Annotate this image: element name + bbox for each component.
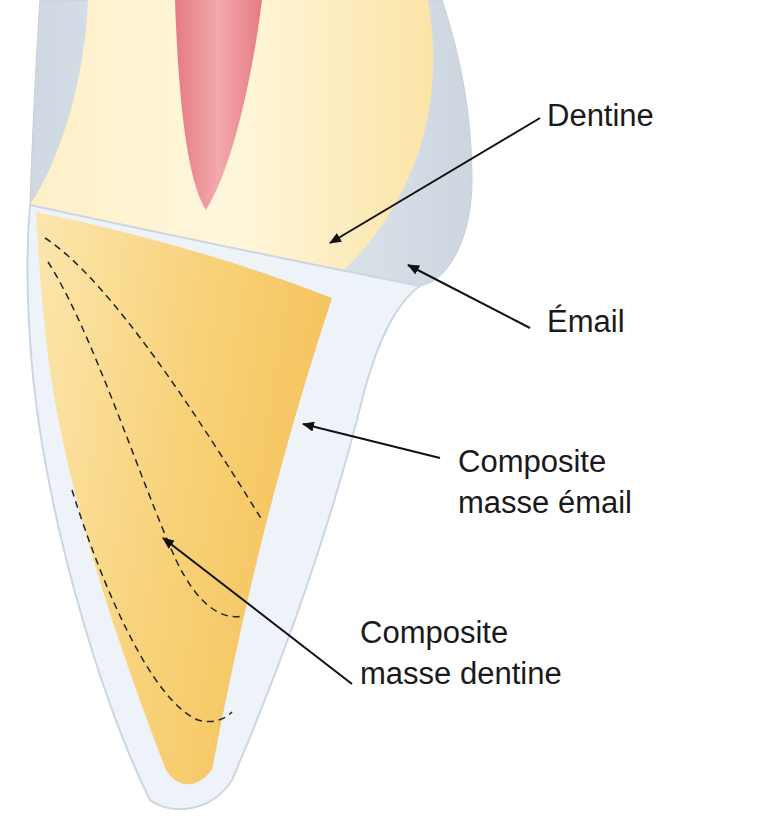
composite-dentine-layer	[36, 212, 332, 784]
part-label: Émail	[547, 301, 625, 342]
leader-line	[330, 118, 540, 243]
composite-enamel-layer	[27, 205, 420, 809]
leader-line	[408, 265, 530, 328]
part-label: Composite masse dentine	[360, 612, 592, 694]
leader-line	[303, 424, 440, 458]
part-label: Composite masse émail	[458, 441, 690, 523]
part-label: Dentine	[547, 95, 654, 136]
dashed-boundary	[45, 238, 262, 520]
dashed-boundary	[48, 262, 242, 617]
dashed-boundary	[72, 490, 232, 722]
leader-line	[163, 538, 352, 684]
leader-lines	[163, 118, 540, 684]
pulp	[175, 0, 262, 210]
layer-boundaries	[45, 238, 262, 722]
